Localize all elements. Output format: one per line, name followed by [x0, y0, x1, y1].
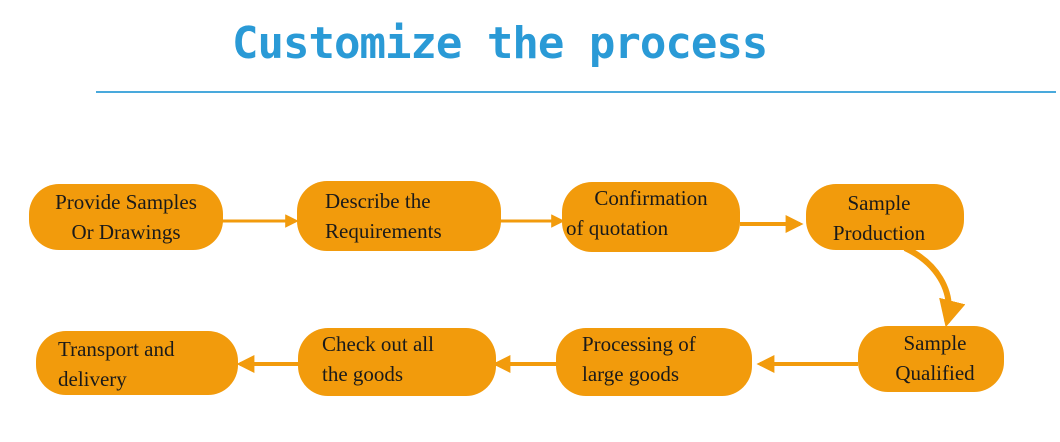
step-sample-qualified: Sample Qualified	[858, 326, 1004, 392]
step-label-line-1: Check out all	[322, 332, 434, 356]
step-label-line-1: Describe the	[325, 189, 431, 213]
step-label-line-2: of quotation	[566, 216, 669, 240]
title-divider	[96, 91, 1056, 93]
step-label-line-1: Provide Samples	[55, 190, 197, 214]
step-label-line-2: Requirements	[325, 219, 442, 243]
step-check-out-goods: Check out all the goods	[298, 328, 496, 396]
step-label-line-2: the goods	[322, 362, 404, 386]
step-label-line-1: Sample	[903, 331, 967, 355]
step-label-line-2: large goods	[582, 362, 680, 386]
step-label-line-2: Qualified	[895, 361, 975, 385]
step-describe-requirements: Describe the Requirements	[297, 181, 501, 251]
step-transport-delivery: Transport and delivery	[36, 331, 238, 395]
step-sample-production: Sample Production	[806, 184, 964, 250]
step-provide-samples: Provide Samples Or Drawings	[29, 184, 223, 250]
page-title: Customize the process	[232, 18, 768, 69]
step-label-line-1: Confirmation	[594, 186, 708, 210]
step-processing-large-goods: Processing of large goods	[556, 328, 752, 396]
step-label-line-1: Sample	[847, 191, 911, 215]
step-label-line-2: Or Drawings	[71, 220, 181, 244]
step-label-line-2: Production	[832, 221, 926, 245]
step-label-line-2: delivery	[58, 367, 127, 391]
step-label-line-1: Transport and	[58, 337, 175, 361]
arrow-4-to-5	[903, 245, 966, 328]
step-label-line-1: Processing of	[582, 332, 696, 356]
step-confirmation-quotation: Confirmation of quotation	[562, 182, 740, 252]
